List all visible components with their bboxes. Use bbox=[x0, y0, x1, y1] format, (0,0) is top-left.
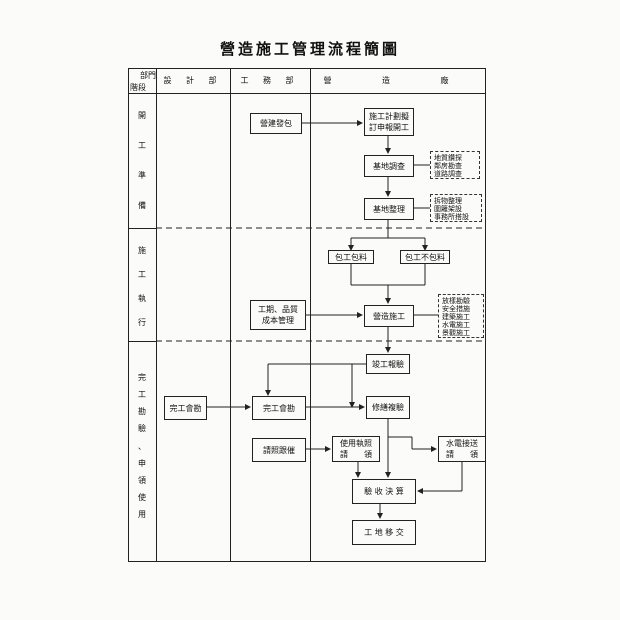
stage-label-preparation: 開 工 準 備 bbox=[138, 110, 146, 210]
box-site-clearing: 基地整理 bbox=[364, 198, 414, 220]
box-bid: 營建發包 bbox=[250, 113, 302, 134]
box-construction: 營造施工 bbox=[364, 305, 414, 327]
corner-dept-label: 部門 bbox=[140, 71, 156, 80]
box-use-permit: 使用執照 請 領 bbox=[332, 436, 380, 462]
box-schedule-quality-cost: 工期、品質 成本管理 bbox=[250, 300, 306, 330]
column-header-engineering: 工 務 部 bbox=[240, 76, 300, 85]
box-acceptance-settlement: 驗 收 決 算 bbox=[352, 479, 416, 504]
box-design-final-inspection: 完工會勘 bbox=[164, 396, 207, 420]
stage-divider bbox=[128, 341, 156, 342]
flowchart-table bbox=[128, 68, 486, 562]
header-divider bbox=[128, 93, 486, 94]
box-eng-final-inspection: 完工會勘 bbox=[252, 396, 306, 420]
column-header-contractor: 營 造 廠 bbox=[323, 76, 473, 85]
box-completion-report: 竣工報驗 bbox=[366, 354, 410, 374]
box-site-survey: 基地調查 bbox=[364, 155, 414, 177]
note-survey-items: 地質鑽探 鄰房勘查 道路調查 bbox=[430, 151, 480, 179]
column-header-design: 設 計 部 bbox=[163, 76, 223, 85]
box-labor-materials: 包工包料 bbox=[328, 250, 374, 264]
stage-label-completion: 完 工 勘 驗 、 申 領 使 用 bbox=[138, 373, 146, 519]
stage-label-execution: 施 工 執 行 bbox=[138, 245, 146, 327]
note-construction-items: 放樣勘驗 安全措施 建築施工 水電施工 景觀施工 bbox=[438, 294, 484, 338]
box-labor-only: 包工不包料 bbox=[400, 250, 450, 264]
note-clearing-items: 拆物整理 圍籬架設 事務所搭設 bbox=[430, 194, 482, 222]
box-repair-reinspection: 修繕複驗 bbox=[366, 396, 410, 419]
page-title: 營造施工管理流程簡圖 bbox=[219, 40, 400, 58]
box-utility-connection: 水電接送 請 領 bbox=[438, 436, 486, 462]
corner-stage-label: 階段 bbox=[130, 83, 146, 92]
col-divider bbox=[156, 68, 157, 562]
box-site-handover: 工 地 移 交 bbox=[352, 520, 416, 545]
col-divider bbox=[230, 68, 231, 562]
box-permit-followup: 請照跟催 bbox=[252, 438, 306, 462]
box-construction-plan: 施工計劃擬 訂申報開工 bbox=[364, 108, 414, 136]
stage-divider bbox=[128, 228, 156, 229]
